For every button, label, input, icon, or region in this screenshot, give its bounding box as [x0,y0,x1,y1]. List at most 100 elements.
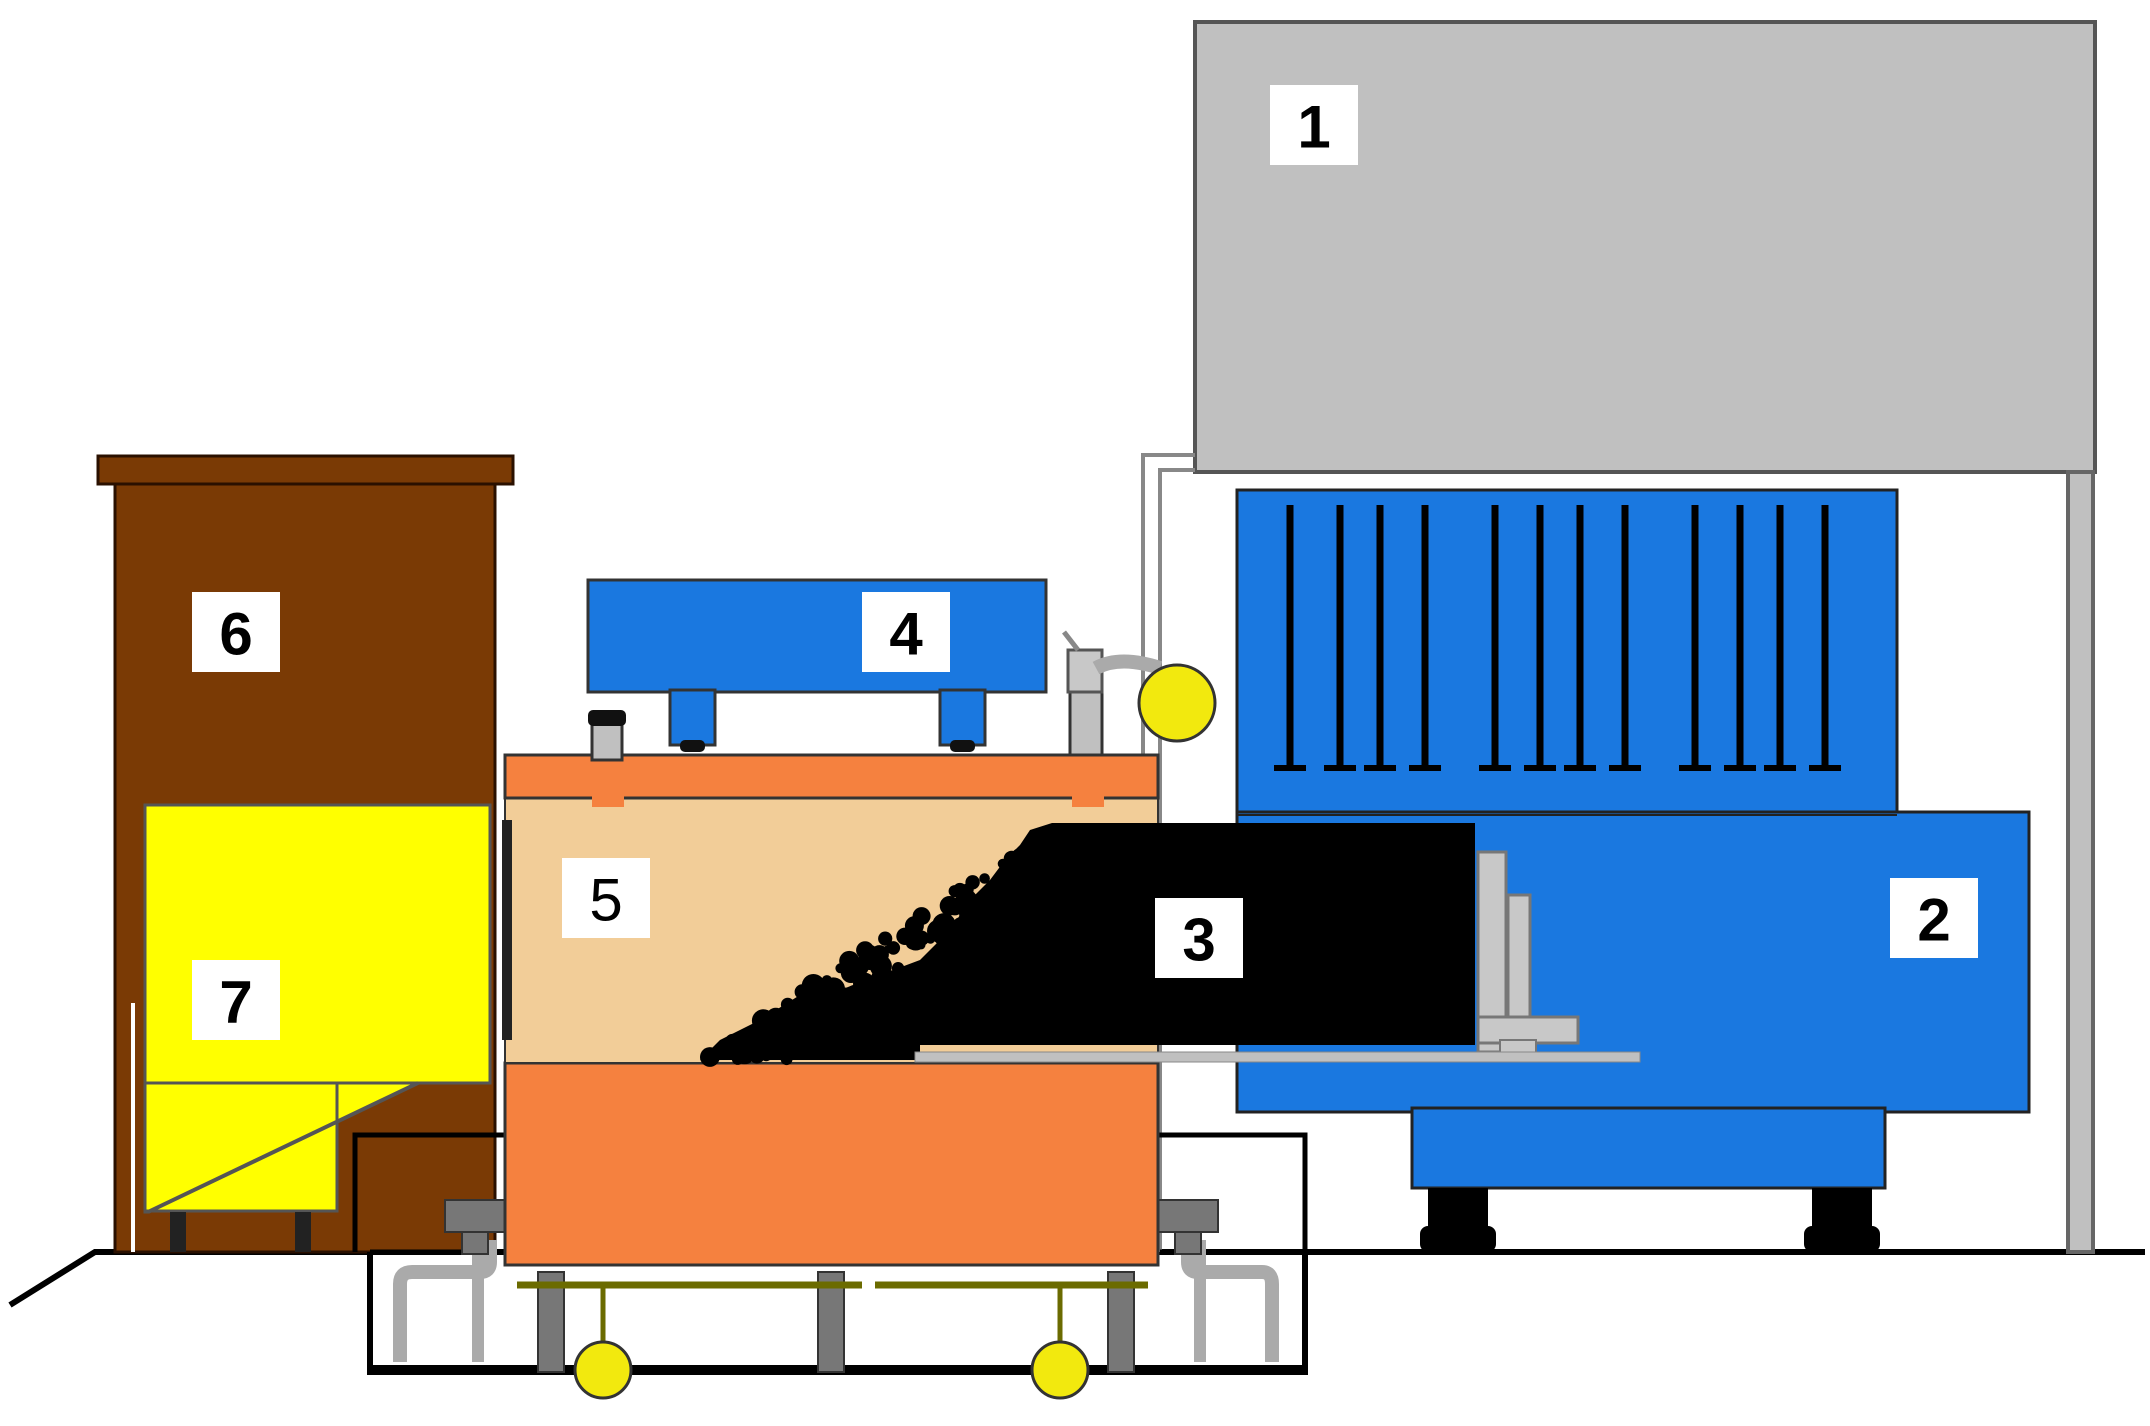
sand-grain [933,926,943,936]
sand-grain [904,916,924,936]
machine-foot-right [1812,1188,1872,1226]
head-foot-left [668,688,717,747]
pillar-left [537,1271,565,1373]
clamp-right [1157,1199,1219,1233]
flask-upper [503,753,1160,800]
vent-right-hose [1092,654,1163,675]
machine-foot-right-pad [1804,1226,1880,1252]
label-5-text: 5 [589,867,622,934]
sand-grains [700,826,1060,1067]
vent-right-spout [1062,630,1080,652]
label-2: 2 [1890,878,1978,958]
sand-grain [780,997,795,1012]
sand-grain [844,989,865,1010]
vent-right-top [1066,648,1104,694]
label-1-text: 1 [1297,94,1330,161]
hopper-diagonal [147,1081,419,1214]
machine-foot-left [1428,1188,1488,1226]
sand-grain [810,980,826,995]
label-3-text: 3 [1182,907,1215,974]
hopper-lower [143,1081,339,1213]
sand-grain [952,917,968,932]
sand-grain [984,887,994,897]
sand-grain [883,945,892,954]
sand-grain [870,958,888,976]
callout-labels: 1 2 3 4 5 6 7 [192,85,1978,1040]
sand-grain [797,999,820,1022]
head-foot-right [938,688,987,747]
label-7: 7 [192,960,280,1040]
pipe-left [393,1240,497,1362]
sand-grain [804,1026,821,1042]
sand-grain [994,882,1004,892]
sand-grain [739,1045,749,1055]
squeeze-head [586,578,1048,752]
sand-grain [981,918,994,930]
bin-lid [96,454,515,486]
sand-grain [794,984,810,1000]
pattern-shape [700,823,1475,1060]
clamp-left [444,1199,506,1233]
pillar-mid [817,1271,845,1373]
head-pad-right [950,740,975,752]
sand-grain [905,970,918,983]
press-frame-right-post [2066,470,2095,1254]
pattern-supports [1476,850,1580,1057]
sand-grain [997,858,1008,869]
sand-grain [856,970,866,981]
sand-grain [941,938,956,954]
pattern-block [700,823,1641,1067]
sand-grain [784,1040,797,1053]
label-6: 6 [192,592,280,672]
support-foot [1476,1015,1580,1045]
vent-right [1068,688,1104,757]
sand-grain [965,875,980,890]
clamp-right-stem [1174,1231,1202,1255]
sand-grain [821,975,833,986]
squeeze-pins [1274,505,1841,771]
sand-grain [700,1047,720,1067]
sand-grain [780,1053,793,1066]
vent-left [590,720,624,762]
carriage [517,1281,1148,1400]
label-1: 1 [1270,85,1358,165]
lamp-left [573,1340,633,1400]
label-6-text: 6 [219,601,252,668]
sand-grain [748,1039,758,1050]
sand-grain [979,873,990,884]
label-4-text: 4 [889,601,923,668]
sand-grain [1021,866,1042,887]
label-3: 3 [1155,898,1243,978]
clamp-left-stem [461,1231,489,1255]
pattern-plate [914,1051,1641,1063]
vent-left-cap [588,710,626,726]
sand-grain [756,1030,772,1046]
indicator-lamp [1137,663,1217,743]
label-7-text: 7 [219,969,252,1036]
sand-grain [977,894,996,912]
hopper-foot-left [170,1212,186,1252]
sand-grain [766,1007,786,1028]
head-pad-left [680,740,705,752]
machine-upper [1235,488,1899,817]
sand-grain [1006,874,1016,884]
sand-grain [913,930,930,946]
sand-grain [1008,886,1017,895]
sand-grain [814,1024,836,1046]
sand-grain [1046,856,1059,869]
pit-supports [393,1199,1279,1373]
sand-grain [948,885,961,898]
sand-grain [939,896,960,916]
machine-base [1410,1106,1887,1190]
flask-upper-notch-right [1072,795,1104,807]
sand-grain [963,926,980,943]
sand-grain [832,1010,844,1021]
label-2-text: 2 [1917,887,1950,954]
sand-grain [784,1019,801,1037]
flask-left-edge [502,820,512,1040]
head-beam [586,578,1048,694]
flask-vents [588,630,1217,762]
sand-grain [819,1010,829,1020]
sand-grain [876,980,896,999]
label-5: 5 [562,858,650,938]
